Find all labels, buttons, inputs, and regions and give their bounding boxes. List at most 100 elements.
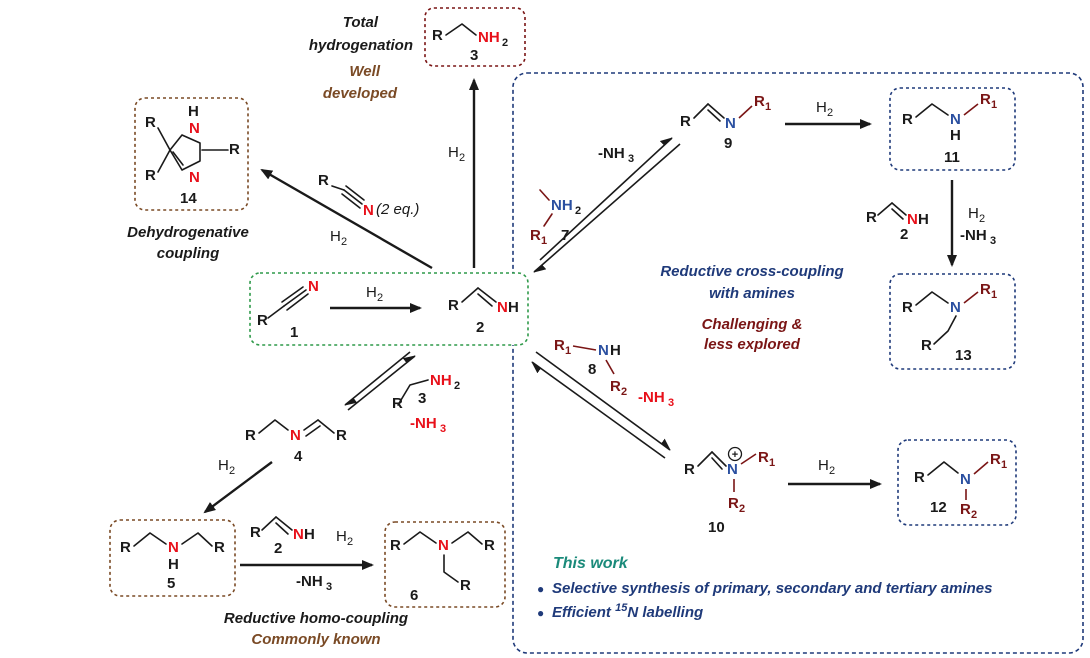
caption-total: Total [343, 14, 379, 31]
compound-1: R N 1 [257, 278, 319, 341]
svg-text:R: R [866, 209, 877, 226]
reagent-amine-8: R 1 N H R 2 8 [554, 337, 627, 398]
svg-text:8: 8 [588, 361, 596, 378]
svg-text:3: 3 [418, 390, 426, 407]
svg-text:H: H [366, 284, 377, 301]
svg-text:H: H [168, 556, 179, 573]
svg-text:N: N [189, 169, 200, 186]
compound-6: R N R R 6 [390, 531, 495, 604]
svg-text:N: N [727, 461, 738, 478]
svg-text:R: R [257, 312, 268, 329]
svg-text:12: 12 [930, 499, 947, 516]
svg-text:R: R [754, 93, 765, 110]
svg-text:R: R [610, 378, 621, 395]
caption-challenging-2: less explored [704, 336, 801, 353]
bullet-2-text: Efficient 15N labelling [552, 602, 703, 621]
svg-text:H: H [330, 228, 341, 245]
svg-text:H: H [610, 342, 621, 359]
eq-arrow-to-2 [347, 355, 416, 411]
svg-text:2: 2 [971, 509, 977, 521]
eq-arrow-to-10 [535, 351, 671, 451]
svg-text:N: N [168, 539, 179, 556]
compound-10: R N + R 1 R 2 10 [684, 446, 775, 536]
svg-text:+: + [732, 449, 738, 461]
svg-text:2: 2 [979, 213, 985, 225]
svg-text:R: R [554, 337, 565, 354]
svg-text:NH: NH [430, 372, 452, 389]
svg-text:NH: NH [551, 197, 573, 214]
svg-text:3: 3 [326, 581, 332, 593]
caption-dehydro-2: coupling [157, 245, 220, 262]
compound-5: R N H R 5 [120, 532, 225, 592]
svg-text:14: 14 [180, 190, 197, 207]
caption-cross-2: with amines [709, 285, 795, 302]
svg-text:R: R [229, 141, 240, 158]
box-compound-3 [424, 7, 526, 67]
minus-nh3-1: -NH [410, 415, 437, 432]
svg-text:N: N [907, 211, 918, 228]
svg-text:H: H [968, 205, 979, 222]
svg-text:R: R [460, 577, 471, 594]
svg-text:R: R [980, 281, 991, 298]
svg-text:13: 13 [955, 347, 972, 364]
svg-text:R: R [680, 113, 691, 130]
svg-text:R: R [758, 449, 769, 466]
eq-arrow-to-4 [344, 351, 411, 406]
arrow-4-to-5 [203, 461, 273, 514]
reagent-compound-2: R N H 2 [250, 516, 315, 557]
positive-charge-icon [727, 446, 743, 462]
compound-13: R N R 1 R 13 [902, 281, 997, 364]
compound-14: H N N R R R 14 [145, 103, 240, 207]
svg-text:1: 1 [541, 235, 547, 247]
svg-text:R: R [145, 114, 156, 131]
arrow-to-14 [260, 168, 433, 270]
compound-4: R N R 4 [245, 419, 347, 465]
svg-text:R: R [684, 461, 695, 478]
svg-text:R: R [214, 539, 225, 556]
svg-text:R: R [392, 395, 403, 412]
svg-text:N: N [598, 342, 609, 359]
minus-nh3-2: -NH [296, 573, 323, 590]
caption-hydrogenation: hydrogenation [309, 37, 413, 54]
svg-text:H: H [818, 457, 829, 474]
svg-text:N: N [189, 120, 200, 137]
svg-text:R: R [250, 524, 261, 541]
svg-text:2: 2 [476, 319, 484, 336]
box-compound-6 [384, 521, 506, 608]
svg-text:2: 2 [827, 107, 833, 119]
eq-arrow-10-to-2 [531, 361, 666, 459]
svg-text:H: H [336, 528, 347, 545]
svg-text:1: 1 [290, 324, 298, 341]
svg-text:N: N [950, 299, 961, 316]
svg-text:H: H [918, 211, 929, 228]
svg-text:H: H [508, 299, 519, 316]
caption-challenging-1: Challenging & [702, 316, 803, 333]
svg-text:H: H [188, 103, 199, 120]
svg-text:H: H [218, 457, 229, 474]
svg-text:R: R [902, 111, 913, 128]
reagent-nitrile: R N (2 eq.) [318, 172, 419, 219]
minus-nh3-5: -NH [638, 389, 665, 406]
svg-text:H: H [950, 127, 961, 144]
svg-text:2: 2 [829, 465, 835, 477]
this-work-box [512, 72, 1084, 654]
svg-text:1: 1 [765, 101, 771, 113]
svg-text:N: N [950, 111, 961, 128]
svg-text:1: 1 [1001, 459, 1007, 471]
svg-text:2: 2 [341, 236, 347, 248]
caption-well: Well [349, 63, 380, 80]
caption-homo: Reductive homo-coupling [224, 610, 408, 627]
svg-text:R: R [448, 297, 459, 314]
svg-text:R: R [432, 27, 443, 44]
svg-text:NH: NH [478, 29, 500, 46]
svg-text:7: 7 [561, 227, 569, 244]
reagent-amine-3: R NH 2 3 [392, 372, 460, 412]
svg-text:R: R [960, 501, 971, 518]
svg-text:2: 2 [347, 536, 353, 548]
svg-text:R: R [484, 537, 495, 554]
svg-text:R: R [914, 469, 925, 486]
svg-text:6: 6 [410, 587, 418, 604]
minus-nh3-3: -NH [598, 145, 625, 162]
svg-text:H: H [304, 526, 315, 543]
svg-text:H: H [448, 144, 459, 161]
